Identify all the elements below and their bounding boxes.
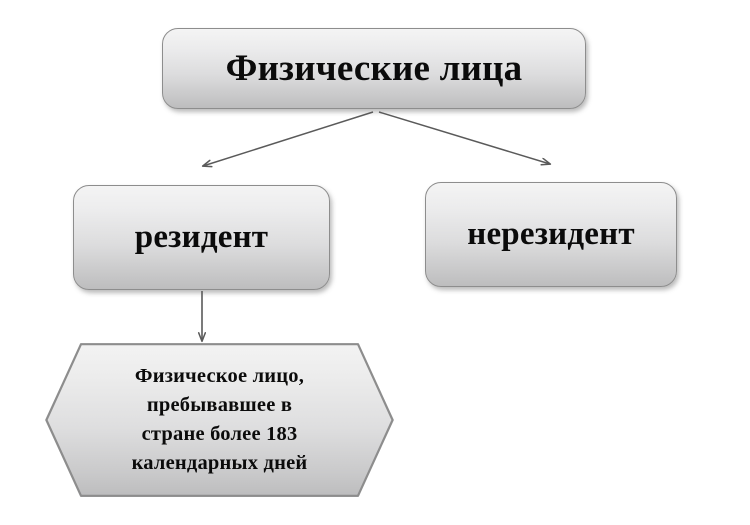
node-individuals[interactable]: Физические лица — [162, 28, 586, 109]
node-individuals-label: Физические лица — [225, 48, 523, 89]
connector-root-to-nonresident — [378, 111, 550, 164]
hexagon-outline — [45, 343, 394, 497]
node-resident[interactable]: резидент — [73, 185, 330, 290]
hexagon-shape — [45, 343, 394, 497]
node-nonresident[interactable]: нерезидент — [425, 182, 677, 287]
node-resident-definition[interactable]: Физическое лицо, пребывавшее в стране бо… — [45, 343, 394, 497]
node-resident-label: резидент — [134, 219, 269, 255]
node-nonresident-label: нерезидент — [467, 216, 635, 252]
node-resident-definition-label: Физическое лицо, пребывавшее в стране бо… — [131, 364, 308, 475]
connector-root-to-resident — [203, 111, 374, 166]
